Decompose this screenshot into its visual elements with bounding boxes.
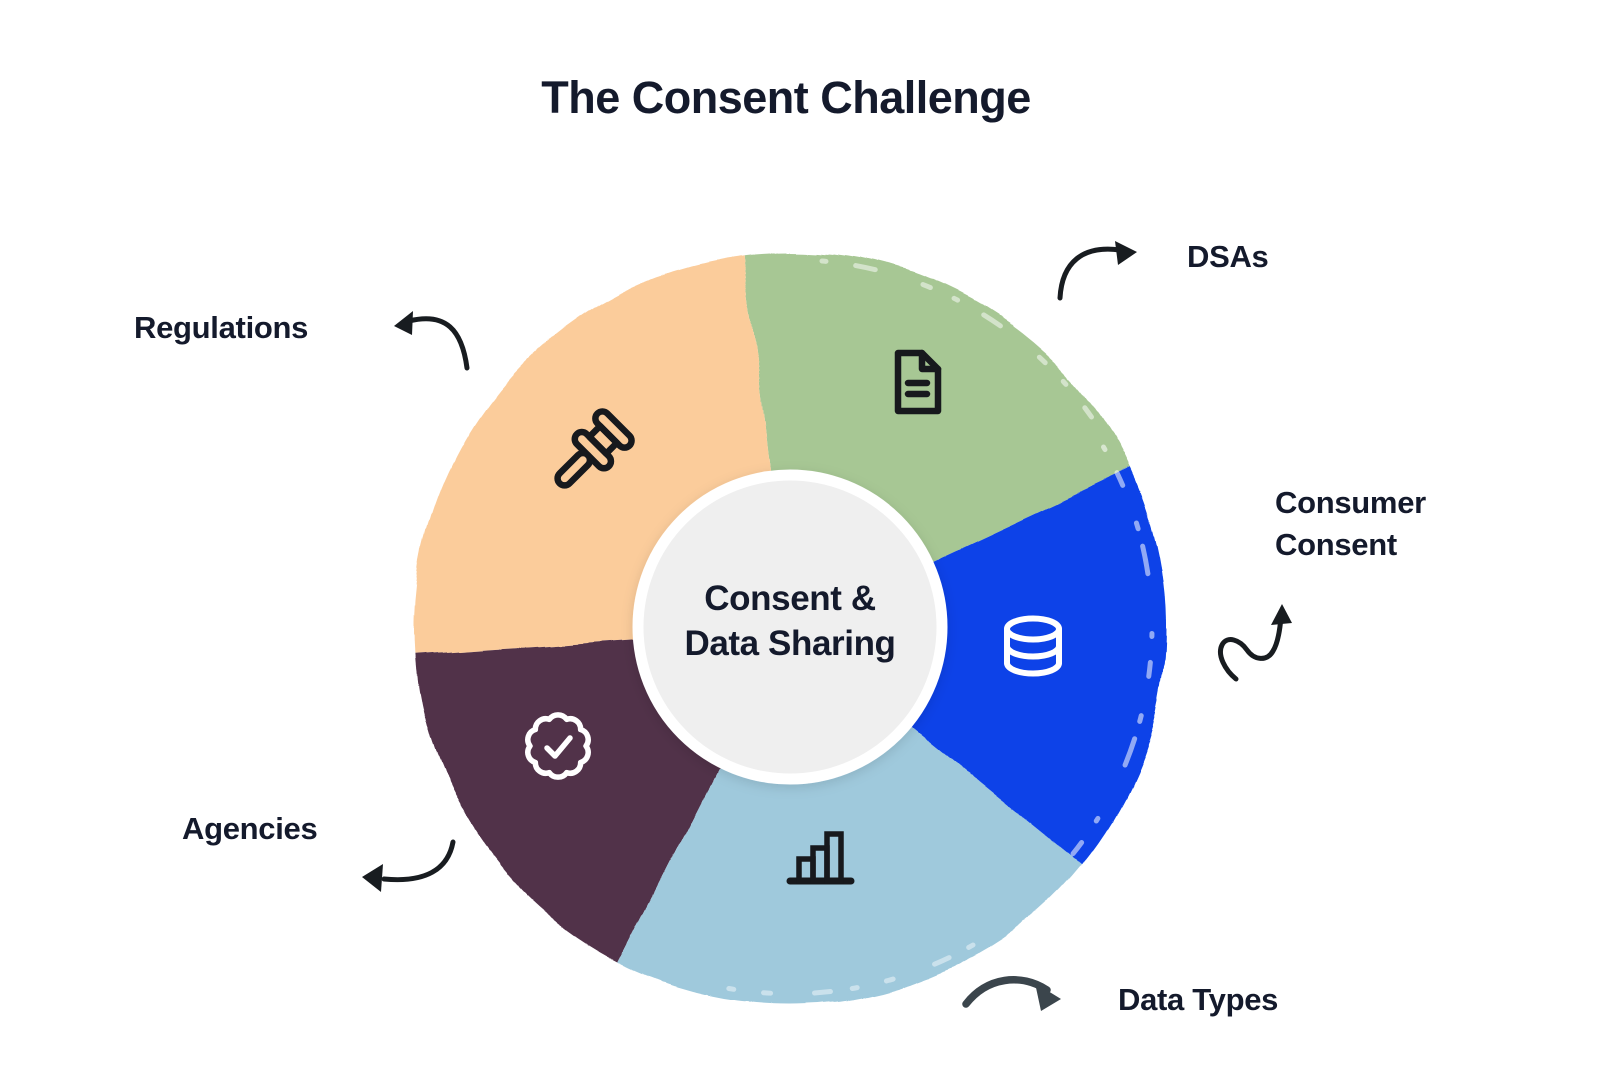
center-circle [632, 469, 948, 785]
arrow-data-types [962, 976, 1061, 1011]
arrow-dsas [1057, 241, 1137, 301]
label-regulations: Regulations [134, 310, 309, 345]
badge-check-icon [525, 712, 591, 780]
label-dsas: DSAs [1187, 239, 1269, 274]
center-label-line2: Data Sharing [684, 624, 896, 663]
segment-data-types-wedge [619, 628, 1083, 1004]
arrow-consumer-consent [1218, 604, 1292, 682]
arrow-regulations [394, 311, 470, 371]
label-agencies: Agencies [182, 811, 318, 846]
label-consumer-consent-line1: Consumer [1275, 485, 1426, 520]
segment-consumer-consent-wedge [790, 469, 1167, 865]
label-consumer-consent: Consumer Consent [1275, 482, 1426, 566]
database-icon [1004, 615, 1062, 677]
gavel-icon [554, 408, 635, 489]
brush-streaks [723, 258, 1155, 997]
label-data-types: Data Types [1118, 982, 1279, 1017]
document-icon [894, 349, 942, 415]
label-consumer-consent-line2: Consent [1275, 527, 1397, 562]
center-label: Consent & Data Sharing [684, 577, 895, 667]
bar-chart-icon [786, 831, 855, 885]
arrow-agencies [362, 839, 456, 892]
center-label-line1: Consent & [704, 579, 876, 619]
page-title: The Consent Challenge [541, 72, 1031, 123]
